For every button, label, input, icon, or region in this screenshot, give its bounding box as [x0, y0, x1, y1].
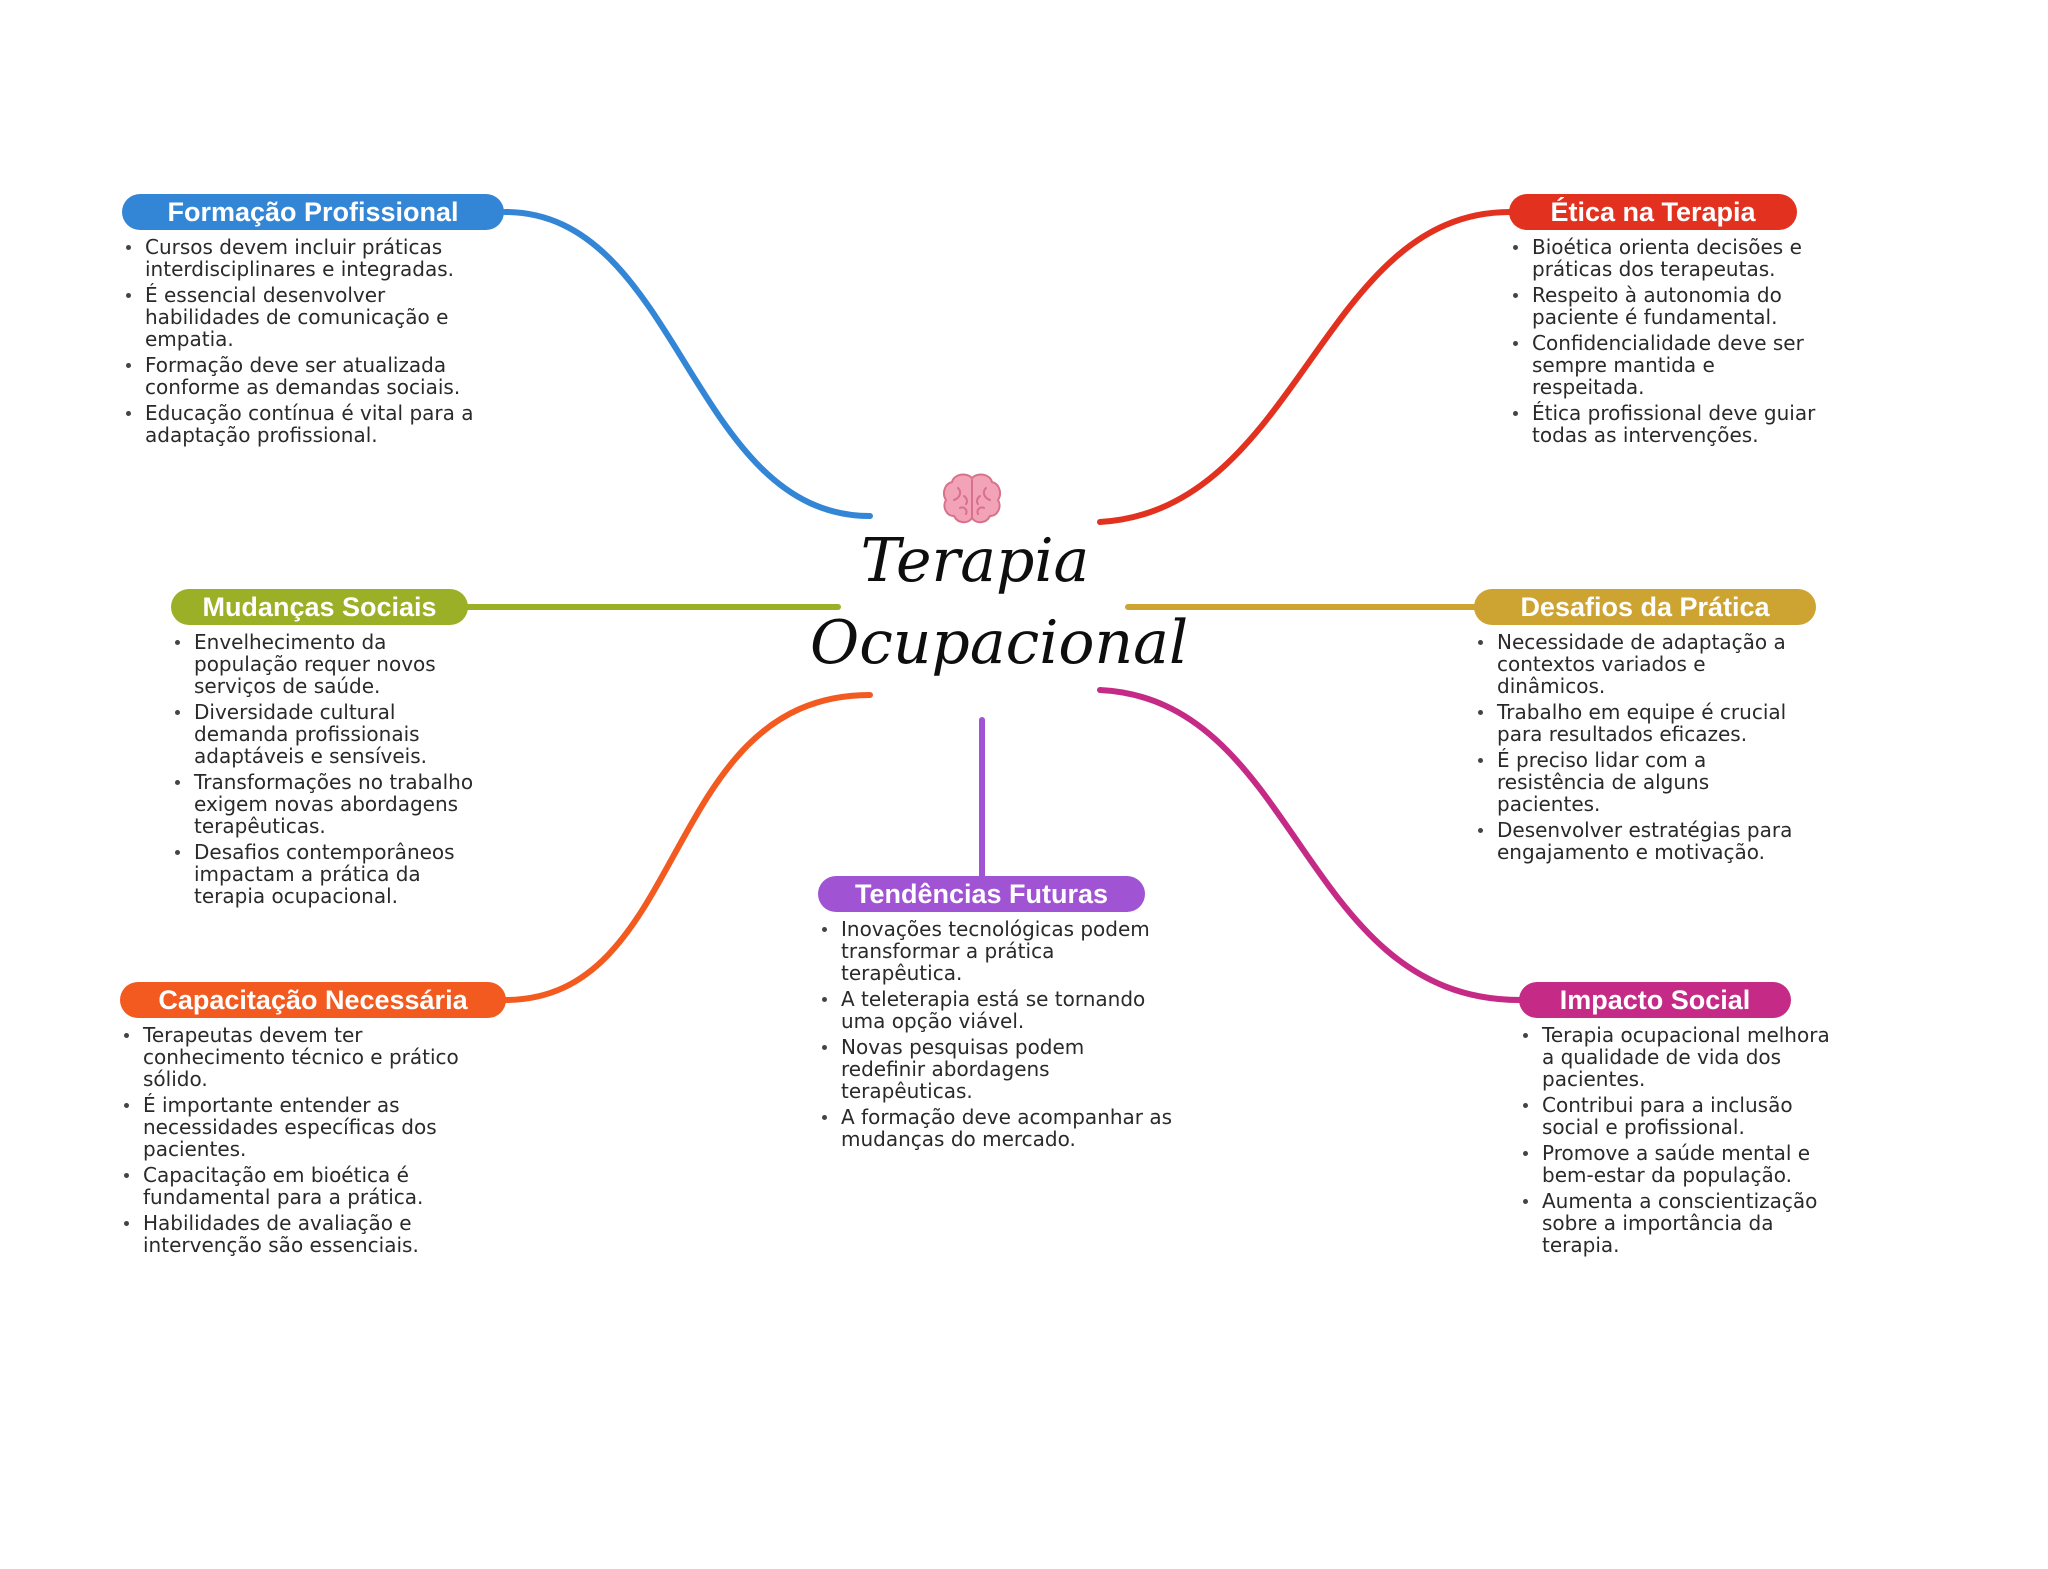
list-item: Habilidades de avaliação e intervenção s…	[120, 1212, 480, 1256]
list-item: Aumenta a conscientização sobre a import…	[1519, 1190, 1841, 1256]
branch-list-formacao-profissional: Cursos devem incluir práticas interdisci…	[122, 236, 482, 450]
list-item: Contribui para a inclusão social e profi…	[1519, 1094, 1841, 1138]
list-item: Respeito à autonomia do paciente é funda…	[1509, 284, 1831, 328]
list-item: É essencial desenvolver habilidades de c…	[122, 284, 482, 350]
branch-list-etica-na-terapia: Bioética orienta decisões e práticas dos…	[1509, 236, 1831, 450]
connector-impacto	[1097, 687, 1523, 1003]
list-item: A teleterapia está se tornando uma opção…	[818, 988, 1173, 1032]
list-item: Diversidade cultural demanda profissiona…	[171, 701, 489, 767]
list-item: A formação deve acompanhar as mudanças d…	[818, 1106, 1173, 1150]
list-item: Terapia ocupacional melhora a qualidade …	[1519, 1024, 1841, 1090]
branch-title-impacto-social: Impacto Social	[1519, 982, 1791, 1018]
branch-list-desafios-da-pratica: Necessidade de adaptação a contextos var…	[1474, 631, 1814, 867]
list-item: Trabalho em equipe é crucial para result…	[1474, 701, 1814, 745]
branch-title-capacitacao-necessaria: Capacitação Necessária	[120, 982, 506, 1018]
list-item: Ética profissional deve guiar todas as i…	[1509, 402, 1831, 446]
branch-list-impacto-social: Terapia ocupacional melhora a qualidade …	[1519, 1024, 1841, 1260]
list-item: Novas pesquisas podem redefinir abordage…	[818, 1036, 1173, 1102]
list-item: Transformações no trabalho exigem novas …	[171, 771, 489, 837]
branch-title-tendencias-futuras: Tendências Futuras	[818, 876, 1145, 912]
list-item: É preciso lidar com a resistência de alg…	[1474, 749, 1814, 815]
branch-list-tendencias-futuras: Inovações tecnológicas podem transformar…	[818, 918, 1173, 1154]
list-item: Cursos devem incluir práticas interdisci…	[122, 236, 482, 280]
list-item: Inovações tecnológicas podem transformar…	[818, 918, 1173, 984]
branch-title-etica-na-terapia: Ética na Terapia	[1509, 194, 1797, 230]
central-title-line2: Ocupacional	[810, 608, 1189, 678]
branch-title-mudancas-sociais: Mudanças Sociais	[171, 589, 468, 625]
list-item: Desenvolver estratégias para engajamento…	[1474, 819, 1814, 863]
list-item: Desafios contemporâneos impactam a práti…	[171, 841, 489, 907]
branch-list-capacitacao-necessaria: Terapeutas devem ter conhecimento técnic…	[120, 1024, 480, 1260]
connector-capacitacao	[502, 692, 873, 1003]
list-item: Bioética orienta decisões e práticas dos…	[1509, 236, 1831, 280]
list-item: Formação deve ser atualizada conforme as…	[122, 354, 482, 398]
connector-formacao	[502, 209, 873, 519]
list-item: Promove a saúde mental e bem-estar da po…	[1519, 1142, 1841, 1186]
list-item: Necessidade de adaptação a contextos var…	[1474, 631, 1814, 697]
brain-icon	[943, 473, 1001, 524]
branch-title-desafios-da-pratica: Desafios da Prática	[1474, 589, 1816, 625]
list-item: Educação contínua é vital para a adaptaç…	[122, 402, 482, 446]
branch-title-formacao-profissional: Formação Profissional	[122, 194, 504, 230]
connector-etica	[1097, 209, 1513, 525]
branch-list-mudancas-sociais: Envelhecimento da população requer novos…	[171, 631, 489, 911]
list-item: Envelhecimento da população requer novos…	[171, 631, 489, 697]
central-title-line1: Terapia	[860, 526, 1090, 596]
list-item: Confidencialidade deve ser sempre mantid…	[1509, 332, 1831, 398]
list-item: Terapeutas devem ter conhecimento técnic…	[120, 1024, 480, 1090]
central-topic: Terapia Ocupacional	[810, 520, 1189, 700]
list-item: É importante entender as necessidades es…	[120, 1094, 480, 1160]
list-item: Capacitação em bioética é fundamental pa…	[120, 1164, 480, 1208]
